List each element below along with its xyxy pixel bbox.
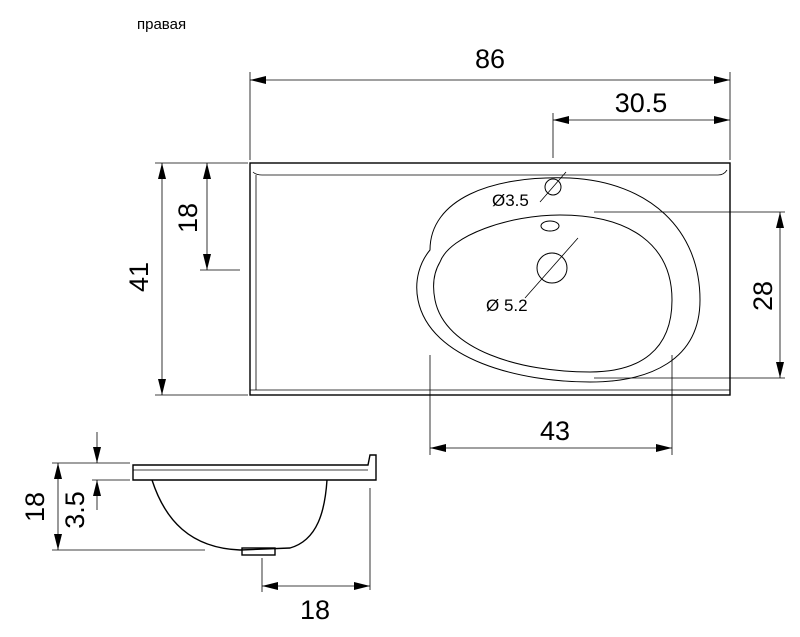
side-slab	[132, 454, 377, 481]
overflow-slot	[540, 220, 560, 232]
basin-outer	[416, 177, 701, 383]
side-rim-height-label: 3.5	[60, 491, 90, 529]
side-bowl	[151, 479, 328, 551]
front-to-bowl-label: 18	[173, 203, 203, 233]
caption-label: правая	[137, 16, 186, 33]
overall-width-label: 86	[475, 44, 505, 74]
side-view: 3.5 18 18	[20, 432, 377, 625]
side-drain	[241, 547, 276, 556]
drain-hole	[536, 252, 568, 284]
side-bowl-depth-label: 18	[300, 595, 330, 625]
countertop-outline	[249, 162, 731, 396]
back-edge	[252, 169, 728, 176]
basin-inner	[433, 214, 673, 373]
tap-hole-label: Ø3.5	[492, 191, 529, 210]
bowl-depth-label: 28	[748, 281, 778, 311]
overall-depth-label: 41	[124, 262, 154, 292]
tap-hole	[544, 178, 562, 196]
drain-hole-label: Ø 5.2	[486, 296, 528, 315]
top-view: Ø3.5 Ø 5.2 86 30.5 41 18 28 43	[124, 44, 785, 455]
tap-offset-label: 30.5	[615, 88, 668, 118]
side-total-height-label: 18	[20, 492, 50, 522]
bowl-width-label: 43	[540, 416, 570, 446]
